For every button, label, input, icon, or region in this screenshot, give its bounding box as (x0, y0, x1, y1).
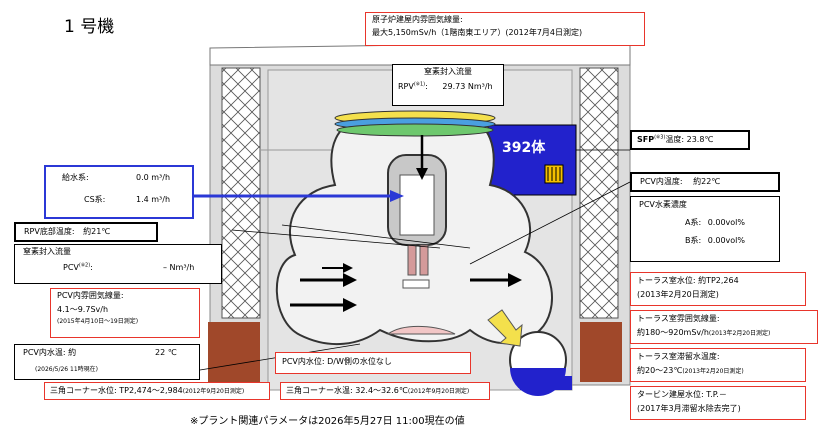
rpv-bottom-temp-value: 約21℃ (83, 227, 111, 236)
shield-plug-green (336, 123, 494, 137)
corner-temp-box: 三角コーナー水温: 32.4～32.6℃(2012年9月20日測定) (280, 382, 490, 400)
torus-arrow (487, 309, 523, 347)
nitrogen-rpv-colon: : (425, 82, 428, 91)
left-foundation (208, 322, 260, 382)
pcv-hydrogen-b-label: B系: (685, 236, 702, 245)
pcv-atmosphere-title: PCV内雰囲気線量: (57, 291, 124, 300)
nitrogen-pcv-note: (※2) (78, 262, 91, 269)
torus-atmosphere-box: トーラス室雰囲気線量: 約180～920mSv/h(2013年2月20日測定) (630, 310, 818, 344)
pcv-water-temp-value: 22 ℃ (155, 348, 177, 357)
rpv-bottom-temp-label: RPV底部温度: (24, 227, 75, 236)
reactor-building-dose-box: 原子炉建屋内雰囲気線量: 最大5,150mSv/h（1階南東エリア）(2012年… (365, 12, 645, 46)
nitrogen-pcv-label: PCV (63, 263, 79, 272)
torus-atmosphere-title: トーラス室雰囲気線量: (637, 314, 720, 323)
nitrogen-pcv-colon: : (90, 263, 93, 272)
torus-atmosphere-value: 約180～920mSv/h (637, 328, 709, 337)
corner-temp-date: (2012年9月20日測定) (407, 388, 470, 395)
corner-level-date: (2012年9月20日測定) (182, 388, 245, 395)
pcv-hydrogen-a-label: A系: (685, 218, 702, 227)
pcv-hydrogen-box: PCV水素濃度 A系: 0.00vol% B系: 0.00vol% (630, 196, 780, 262)
pcv-temp-label: PCV内温度: (640, 177, 683, 186)
corner-level-box: 三角コーナー水位: TP2,474～2,984(2012年9月20日測定) (44, 382, 270, 400)
pcv-atmosphere-date: (2015年4月10日～19日測定) (57, 318, 139, 325)
torus-level-box: トーラス室水位: 約TP2,264 (2013年2月20日測定) (630, 272, 806, 306)
corner-temp-text: 三角コーナー水温: 32.4～32.6℃ (286, 386, 408, 395)
reactor-building-dose-title: 原子炉建屋内雰囲気線量: (372, 15, 463, 24)
spent-fuel-pool (487, 124, 577, 196)
unit-title: 1 号機 (64, 17, 115, 37)
rpv-bottom-temp-box: RPV底部温度: 約21℃ (14, 222, 158, 242)
pcv-water-temp-label: PCV内水温: 約 (23, 348, 77, 357)
corner-level-text: 三角コーナー水位: TP2,474～2,984 (50, 386, 183, 395)
torus-water-temp-box: トーラス室滞留水温度: 約20～23℃(2013年2月20日測定) (630, 348, 806, 382)
pcv-water-temp-box: PCV内水温: 約 22 ℃ (2026/5/26 11時現在) (14, 344, 200, 380)
nitrogen-rpv-box: 窒素封入流量 RPV(※1): 29.73 Nm³/h (392, 64, 504, 106)
pcv-atmosphere-box: PCV内雰囲気線量: 4.1～9.7Sv/h (2015年4月10日～19日測定… (50, 288, 200, 338)
sfp-note: (※3) (654, 134, 666, 141)
torus-atmosphere-date: (2013年2月20日測定) (708, 330, 771, 337)
water-supply-value: 0.0 m³/h (136, 173, 171, 182)
nitrogen-rpv-title: 窒素封入流量 (424, 67, 472, 76)
turbine-level-title: タービン建屋水位: T.P.－ (637, 390, 727, 399)
right-scaffold (579, 67, 619, 319)
right-foundation (580, 322, 622, 382)
nitrogen-rpv-label: RPV (398, 82, 414, 91)
torus-water-temp-title: トーラス室滞留水温度: (637, 352, 720, 361)
reactor-building-dose-value: 最大5,150mSv/h（1階南東エリア）(2012年7月4日測定) (372, 28, 583, 37)
nitrogen-rpv-note: (※1) (413, 81, 426, 88)
pcv-hydrogen-a-value: 0.00vol% (707, 218, 745, 227)
fuel-count: 392体 (502, 140, 546, 156)
pcv-temp-box: PCV内温度: 約22℃ (630, 172, 780, 192)
water-supply-box: 給水系: 0.0 m³/h CS系: 1.4 m³/h (44, 165, 194, 219)
pcv-water-temp-date: (2026/5/26 11時現在) (35, 366, 98, 373)
left-scaffold (221, 67, 261, 319)
sfp-label: SFP (637, 135, 655, 144)
cs-supply-label: CS系: (84, 195, 106, 204)
nitrogen-pcv-value: – Nm³/h (163, 263, 195, 272)
sfp-temp-box: SFP(※3)温度: 23.8℃ (630, 130, 750, 150)
nitrogen-pcv-box: 窒素封入流量 PCV(※2): – Nm³/h (14, 244, 222, 284)
cs-supply-value: 1.4 m³/h (136, 195, 171, 204)
debris (386, 325, 456, 335)
water-supply-arrow (390, 190, 404, 202)
water-supply-label: 給水系: (62, 173, 89, 182)
pcv-temp-value: 約22℃ (693, 177, 721, 186)
pcv-atmosphere-value: 4.1～9.7Sv/h (57, 305, 109, 314)
footer-note: ※プラント関連パラメータは2026年5月27日 11:00現在の値 (190, 416, 465, 427)
pcv-hydrogen-b-value: 0.00vol% (707, 236, 745, 245)
rpv-nitrogen-arrow (416, 168, 428, 180)
nitrogen-rpv-value: 29.73 Nm³/h (442, 82, 493, 91)
nitrogen-pcv-title: 窒素封入流量 (23, 247, 71, 256)
sfp-temp-text: 温度: 23.8℃ (665, 135, 714, 144)
torus-water-temp-value: 約20～23℃ (637, 366, 683, 375)
pcv-hydrogen-title: PCV水素濃度 (639, 200, 687, 209)
turbine-level-date: (2017年3月滞留水除去完了) (637, 404, 741, 413)
torus-water-temp-date: (2013年2月20日測定) (682, 368, 744, 375)
pcv-water-level: PCV内水位: D/W側の水位なし (282, 357, 392, 366)
torus-level-title: トーラス室水位: 約TP2,264 (637, 276, 739, 285)
torus-level-date: (2013年2月20日測定) (637, 290, 719, 299)
pcv-nitrogen-arrow (343, 263, 353, 273)
pcv-water-level-box: PCV内水位: D/W側の水位なし (275, 352, 471, 374)
turbine-level-box: タービン建屋水位: T.P.－ (2017年3月滞留水除去完了) (630, 386, 806, 420)
